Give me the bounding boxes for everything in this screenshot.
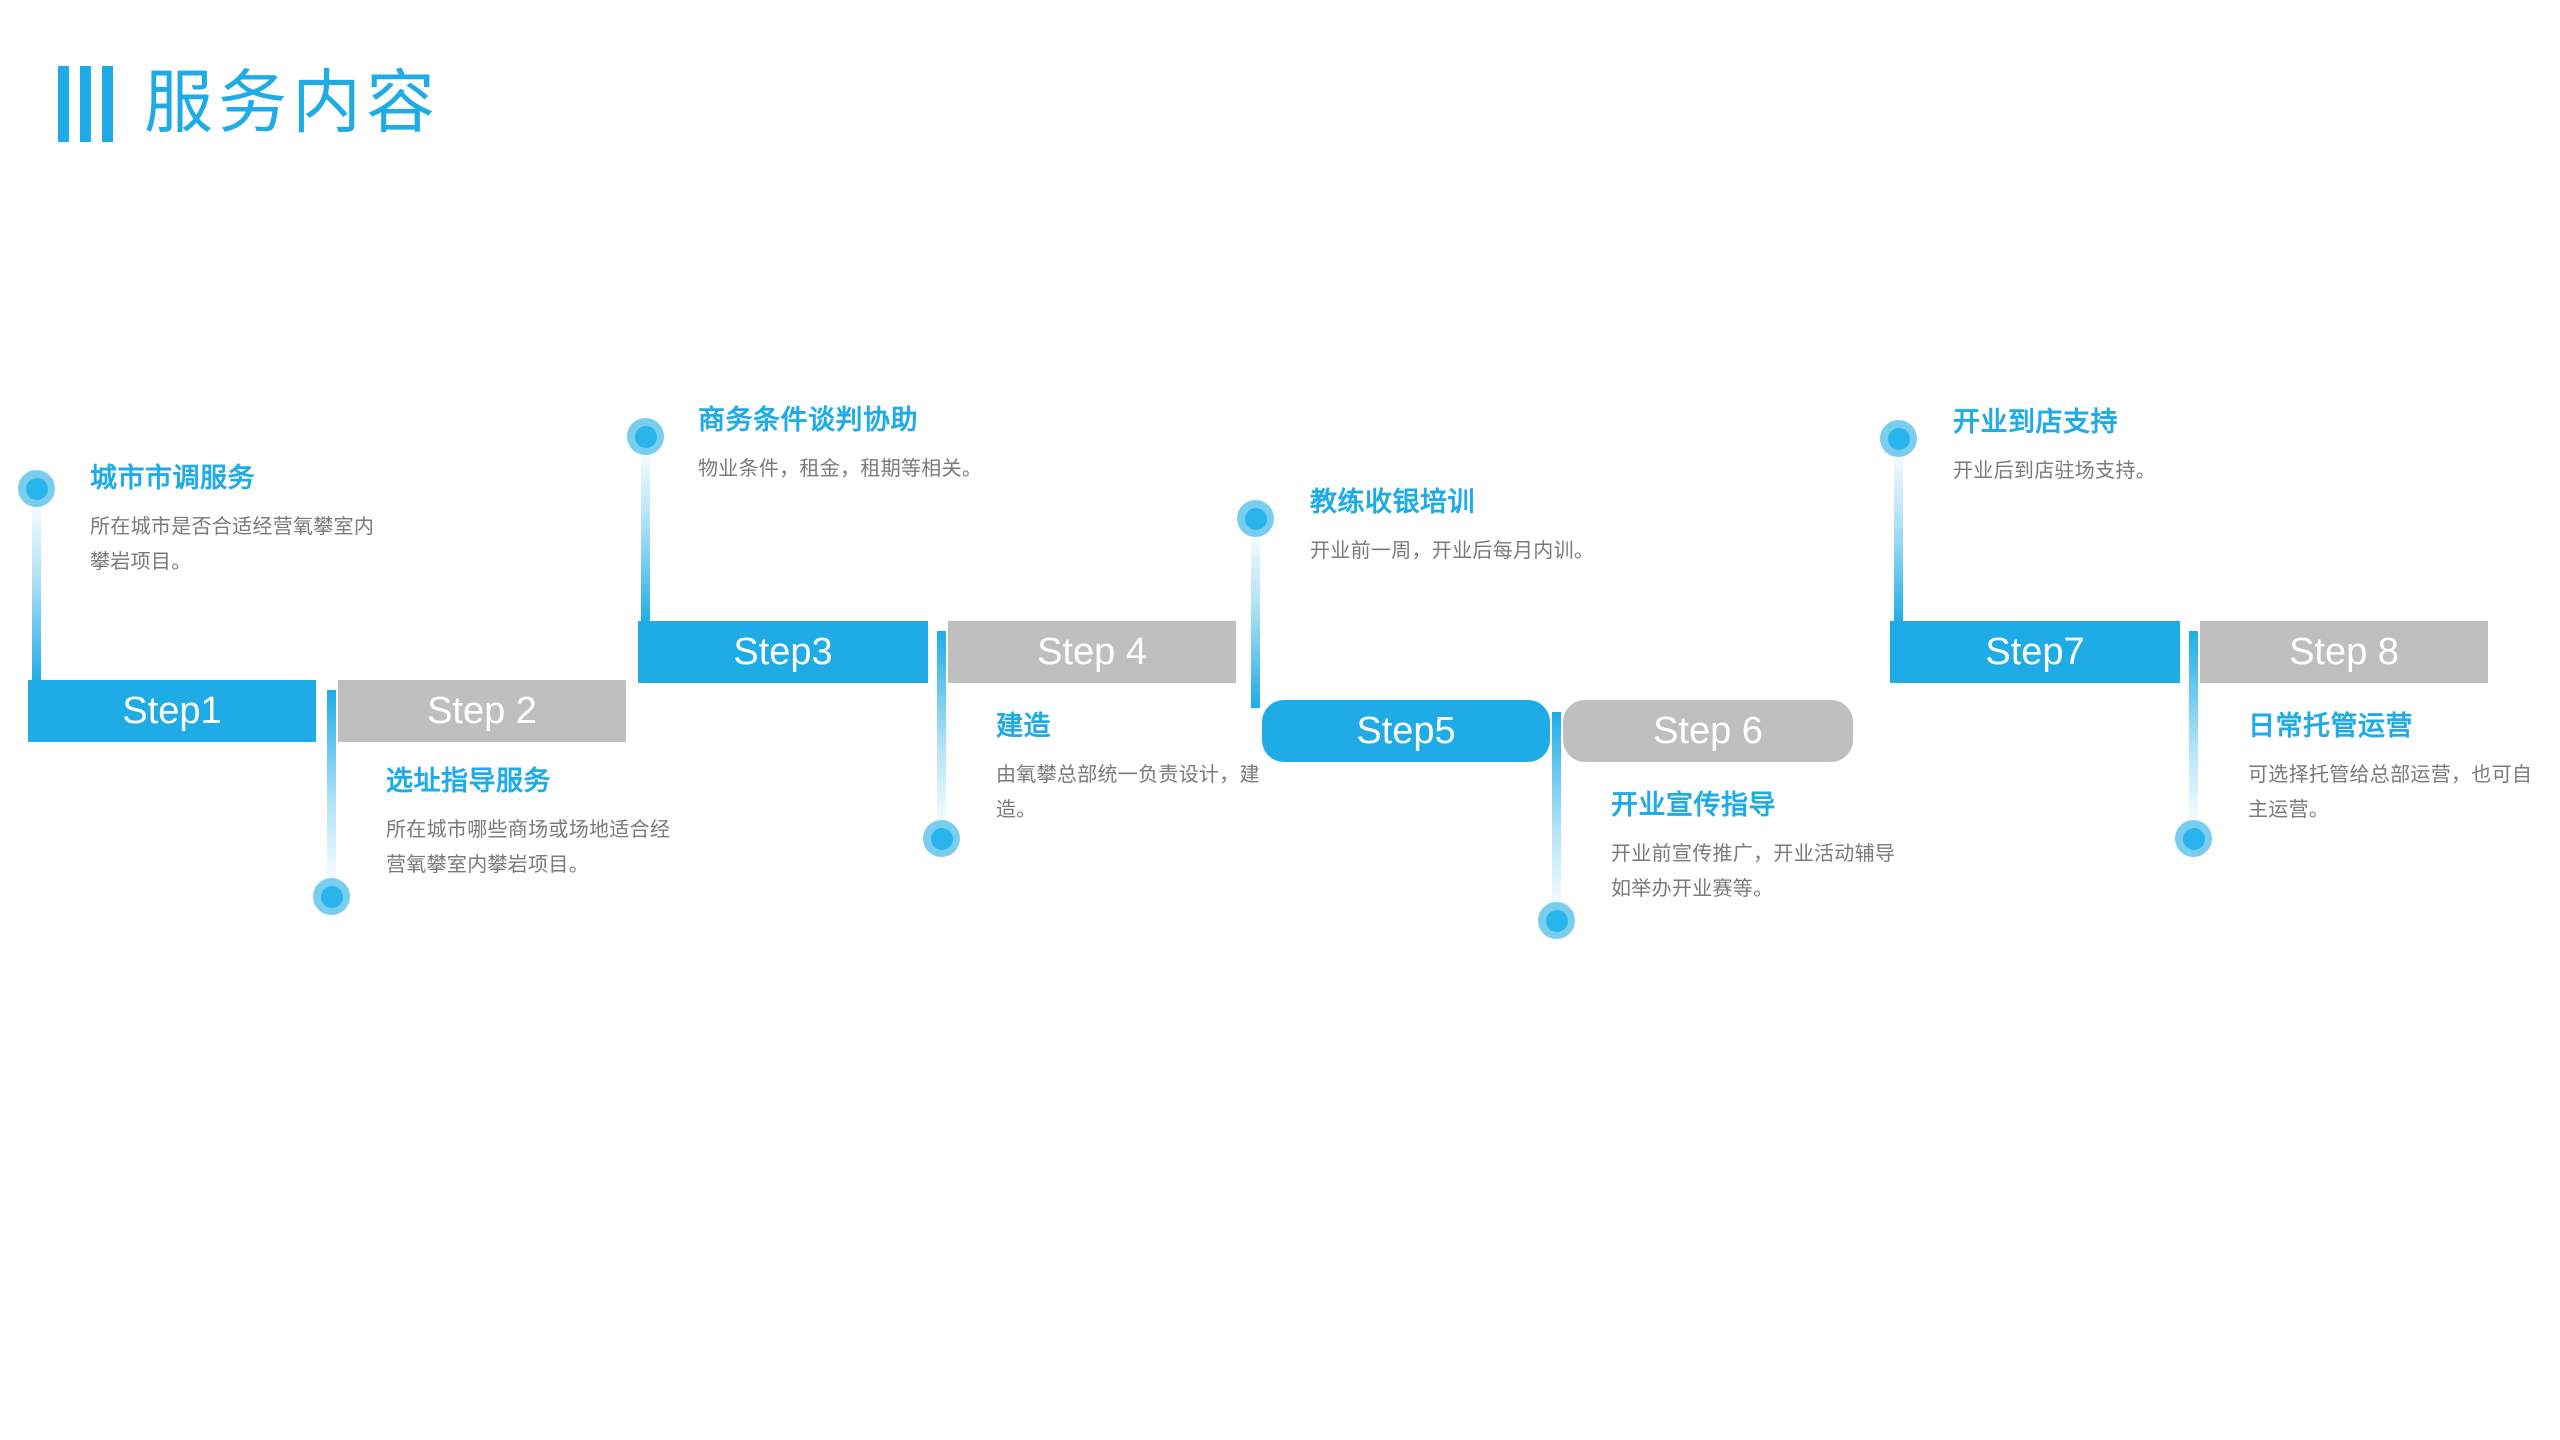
step-bar-1[interactable]: Step1 <box>28 680 316 742</box>
step-description-5: 开业前一周，开业后每月内训。 <box>1310 540 1595 563</box>
step-bar-3[interactable]: Step3 <box>638 621 928 683</box>
step-bar-8[interactable]: Step 8 <box>2200 621 2488 683</box>
step-description-3: 物业条件，租金，租期等相关。 <box>698 458 983 481</box>
connector-stem-4 <box>937 631 946 827</box>
step-text-3: 商务条件谈判协助 物业条件，租金，租期等相关。 <box>698 404 1028 487</box>
node-marker-4 <box>923 820 960 857</box>
step-description-1: 所在城市是否合适经营氧攀室内攀岩项目。 <box>90 516 375 573</box>
node-marker-6 <box>1538 902 1575 939</box>
step-text-2: 选址指导服务 所在城市哪些商场或场地适合经营氧攀室内攀岩项目。 <box>386 765 676 882</box>
step-bar-7[interactable]: Step7 <box>1890 621 2180 683</box>
step-text-6: 开业宣传指导 开业前宣传推广，开业活动辅导如举办开业赛等。 <box>1611 789 1911 906</box>
step-title-3: 商务条件谈判协助 <box>698 405 918 435</box>
step-title-1: 城市市调服务 <box>90 463 255 493</box>
three-vertical-bars-icon <box>58 66 113 142</box>
connector-stem-6 <box>1552 712 1561 910</box>
connector-stem-3 <box>641 448 650 624</box>
connector-stem-5 <box>1251 530 1260 708</box>
step-bar-5[interactable]: Step5 <box>1262 700 1550 762</box>
step-title-2: 选址指导服务 <box>386 766 551 796</box>
step-title-5: 教练收银培训 <box>1310 487 1475 517</box>
connector-stem-1 <box>32 500 41 682</box>
step-text-5: 教练收银培训 开业前一周，开业后每月内训。 <box>1310 486 1610 569</box>
step-description-7: 开业后到店驻场支持。 <box>1953 460 2156 483</box>
step-text-1: 城市市调服务 所在城市是否合适经营氧攀室内攀岩项目。 <box>90 462 390 579</box>
connector-stem-8 <box>2189 631 2198 827</box>
step-description-8: 可选择托管给总部运营，也可自主运营。 <box>2248 764 2533 821</box>
step-bar-6[interactable]: Step 6 <box>1563 700 1853 762</box>
step-title-8: 日常托管运营 <box>2248 711 2413 741</box>
connector-stem-7 <box>1894 450 1903 624</box>
page-header: 服务内容 <box>58 62 440 142</box>
node-marker-8 <box>2175 820 2212 857</box>
step-title-4: 建造 <box>996 711 1051 741</box>
node-marker-2 <box>313 878 350 915</box>
step-title-7: 开业到店支持 <box>1953 407 2118 437</box>
step-description-4: 由氧攀总部统一负责设计，建造。 <box>996 764 1260 821</box>
step-description-6: 开业前宣传推广，开业活动辅导如举办开业赛等。 <box>1611 843 1896 900</box>
page-title: 服务内容 <box>144 63 440 141</box>
step-description-2: 所在城市哪些商场或场地适合经营氧攀室内攀岩项目。 <box>386 819 671 876</box>
connector-stem-2 <box>327 690 336 883</box>
step-text-4: 建造 由氧攀总部统一负责设计，建造。 <box>996 710 1286 827</box>
step-text-7: 开业到店支持 开业后到店驻场支持。 <box>1953 406 2303 489</box>
step-bar-4[interactable]: Step 4 <box>948 621 1236 683</box>
step-title-6: 开业宣传指导 <box>1611 790 1776 820</box>
step-bar-2[interactable]: Step 2 <box>338 680 626 742</box>
step-text-8: 日常托管运营 可选择托管给总部运营，也可自主运营。 <box>2248 710 2548 827</box>
